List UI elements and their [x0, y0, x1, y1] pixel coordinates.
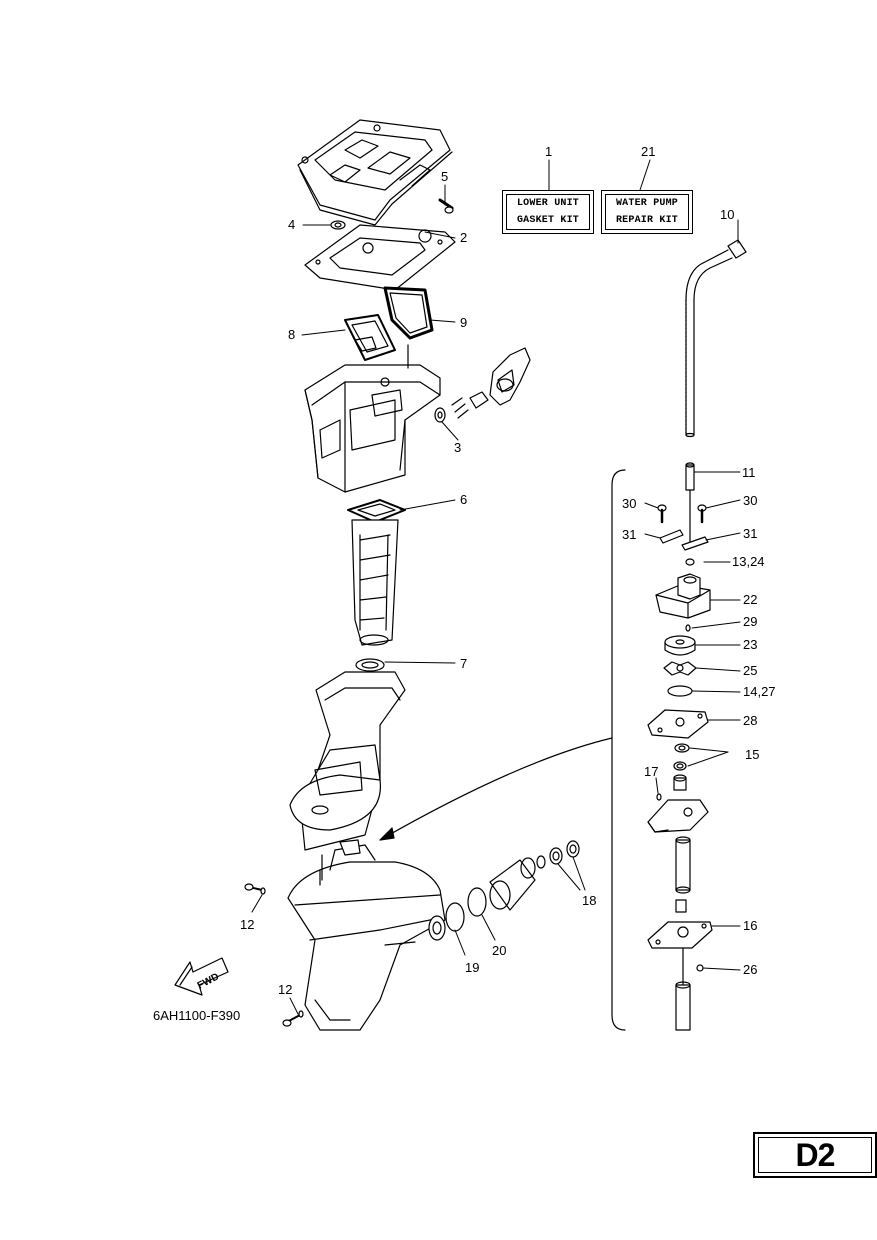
- bearing: [428, 915, 446, 941]
- insert-cartridge-23: [664, 635, 696, 656]
- callout-19: 19: [465, 960, 479, 975]
- water-tube-seal-11: [685, 462, 695, 491]
- callout-28: 28: [743, 713, 757, 728]
- oil-seal-15a: [674, 743, 690, 753]
- callout-4: 4: [288, 217, 295, 232]
- washer: [536, 855, 546, 869]
- page-code: D2: [758, 1137, 872, 1173]
- water-tube-10: [685, 239, 747, 438]
- kit-box-water-pump-repair: WATER PUMP REPAIR KIT: [601, 190, 693, 234]
- bolt-30-left: [657, 504, 667, 524]
- o-ring-20: [467, 887, 487, 917]
- exhaust-guide: [351, 519, 399, 646]
- callout-5: 5: [441, 169, 448, 184]
- callout-8: 8: [288, 327, 295, 342]
- o-ring-14: [667, 685, 693, 697]
- impeller-25: [663, 661, 697, 676]
- screw-12-upper: [244, 883, 266, 895]
- grommet-3: [434, 391, 489, 423]
- callout-31-right: 31: [743, 526, 757, 541]
- housing-bushing: [673, 774, 687, 791]
- oil-seal-18a: [549, 847, 563, 865]
- gasket-16: [647, 921, 713, 949]
- kit-box-lower-unit-gasket: LOWER UNIT GASKET KIT: [502, 190, 594, 234]
- callout-30-left: 30: [622, 496, 636, 511]
- leader-lines: [251, 159, 741, 1015]
- lower-gearcase: [287, 839, 446, 1031]
- rubber-seal-7: [355, 658, 385, 672]
- dowel-pin-17: [656, 793, 662, 801]
- plate-31-left: [659, 529, 684, 544]
- callout-14-27: 14,27: [743, 684, 776, 699]
- callout-9: 9: [460, 315, 467, 330]
- callout-20: 20: [492, 943, 506, 958]
- oil-seal-4: [330, 220, 346, 230]
- plate-8: [344, 314, 396, 361]
- callout-11: 11: [742, 465, 756, 480]
- upper-cover-plate: [297, 119, 453, 226]
- callout-26: 26: [743, 962, 757, 977]
- fwd-arrow-icon: [174, 957, 229, 996]
- callout-7: 7: [460, 656, 467, 671]
- gasket-2: [304, 224, 456, 291]
- callout-30-right: 30: [743, 493, 757, 508]
- callout-21: 21: [641, 144, 655, 159]
- pump-housing-22: [655, 573, 711, 619]
- callout-22: 22: [743, 592, 757, 607]
- callout-numbers: 1 21 5 4 2 10 8 9 3 11 6 30 30 31 31 13,…: [240, 144, 776, 997]
- cowling-bracket: [489, 347, 531, 406]
- drive-shaft-sleeve: [675, 836, 691, 894]
- upper-casing: [304, 344, 441, 493]
- callout-12-lower: 12: [278, 982, 292, 997]
- callout-18: 18: [582, 893, 596, 908]
- insert-cartridge-13: [685, 558, 695, 566]
- gasket-6: [347, 499, 406, 523]
- kit-21-line2: REPAIR KIT: [615, 215, 678, 226]
- callout-13-24: 13,24: [732, 554, 765, 569]
- lower-drive-shaft: [675, 981, 691, 1031]
- callout-15: 15: [745, 747, 759, 762]
- callout-31-left: 31: [622, 527, 636, 542]
- kit-1-line2: GASKET KIT: [516, 215, 579, 226]
- bolt-5: [438, 198, 454, 214]
- kit-21-line1: WATER PUMP: [615, 198, 678, 209]
- pump-base: [647, 799, 709, 833]
- callout-2: 2: [460, 230, 467, 245]
- outer-plate-28: [647, 709, 709, 739]
- oil-seal-15b: [673, 761, 687, 771]
- page-code-box: D2: [753, 1132, 877, 1178]
- bolt-30-right: [697, 504, 707, 524]
- o-ring-19: [445, 902, 465, 932]
- diagram-code: 6AH1100-F390: [153, 1008, 240, 1023]
- callout-17: 17: [644, 764, 658, 779]
- callout-1: 1: [545, 144, 552, 159]
- pump-group-bracket: [611, 469, 626, 1031]
- oil-seal-18b: [566, 840, 580, 858]
- plate-31-right: [681, 536, 709, 551]
- gasket-9: [383, 286, 434, 340]
- pin-29: [685, 624, 691, 632]
- pin-26: [696, 964, 704, 972]
- callout-12-upper: 12: [240, 917, 254, 932]
- kit-1-line1: LOWER UNIT: [516, 198, 579, 209]
- screw-12-lower: [282, 1010, 304, 1027]
- callout-29: 29: [743, 614, 757, 629]
- connecting-arrow: [379, 737, 613, 841]
- upper-casing-lower: [289, 671, 406, 851]
- callout-3: 3: [454, 440, 461, 455]
- callout-16: 16: [743, 918, 757, 933]
- callout-6: 6: [460, 492, 467, 507]
- callout-25: 25: [743, 663, 757, 678]
- callout-10: 10: [720, 207, 734, 222]
- propeller-shaft-housing: [489, 857, 536, 911]
- callout-23: 23: [743, 637, 757, 652]
- pump-seal: [675, 899, 687, 913]
